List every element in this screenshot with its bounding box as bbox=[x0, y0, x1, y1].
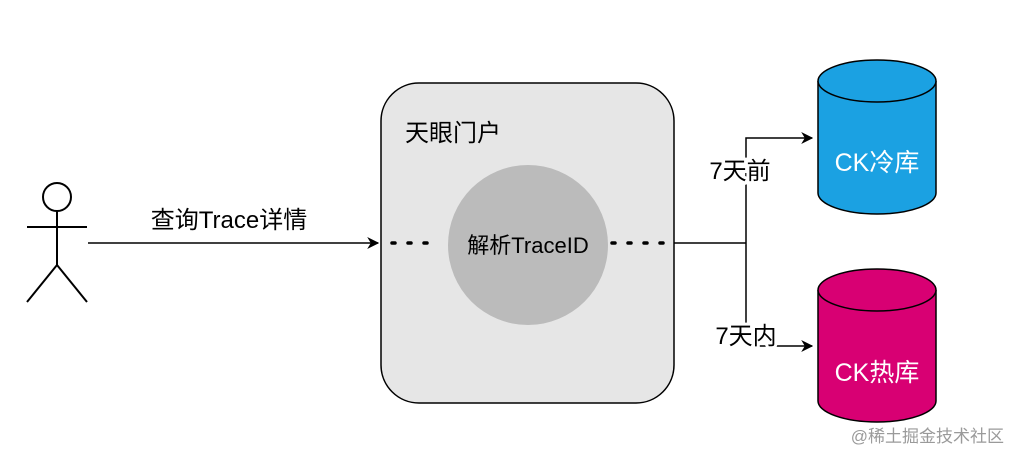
hot-db-cylinder-icon bbox=[817, 268, 937, 423]
cold-db-label: CK冷库 bbox=[835, 149, 920, 177]
query-label: 查询Trace详情 bbox=[151, 207, 307, 234]
parse-traceid-label: 解析TraceID bbox=[467, 233, 588, 258]
hot-db-label: CK热库 bbox=[835, 359, 920, 387]
hot-branch-arrow bbox=[745, 243, 814, 352]
user-actor-icon bbox=[26, 182, 88, 303]
cold-branch-arrow bbox=[745, 132, 814, 243]
cold-branch-label: 7天前 bbox=[709, 158, 770, 185]
portal-title: 天眼门户 bbox=[405, 120, 501, 147]
hot-branch-label: 7天内 bbox=[715, 323, 776, 350]
parse-traceid-node bbox=[448, 165, 608, 325]
cold-db-cylinder-icon bbox=[817, 59, 937, 215]
watermark: @稀土掘金技术社区 bbox=[851, 427, 1004, 446]
